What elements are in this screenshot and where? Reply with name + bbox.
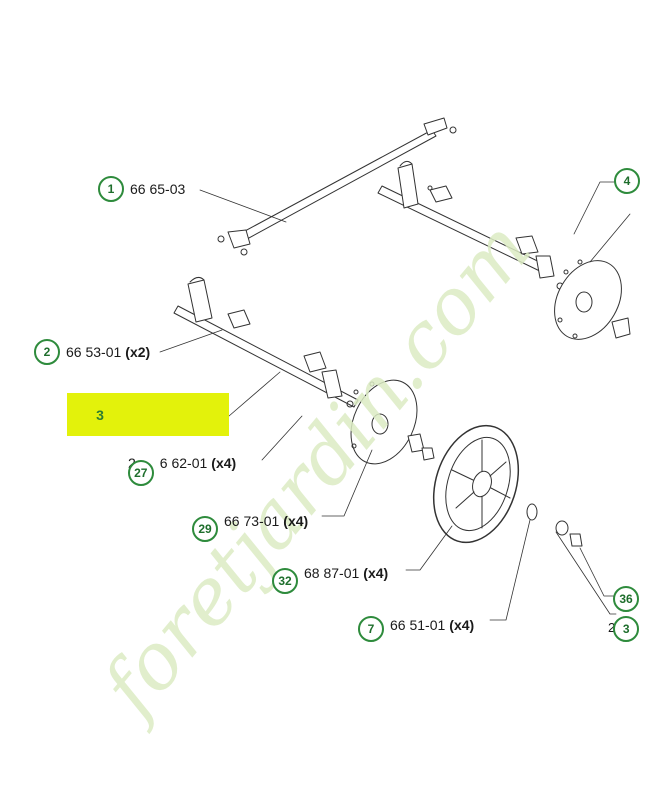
highlighted-item-box: 3	[67, 393, 229, 436]
callout-item-3-right: 2 3	[608, 614, 645, 642]
bearing	[526, 503, 538, 521]
part-code: 66 73-01	[224, 513, 280, 529]
callout-item-4: 4	[614, 168, 646, 194]
part-quantity: (x4)	[283, 513, 309, 529]
item-badge: 29	[192, 516, 218, 542]
callout-item-2: 2 66 53-01 (x2)	[34, 339, 150, 365]
callout-item-1: 1 66 65-03	[98, 176, 185, 202]
part-quantity: (x2)	[125, 344, 151, 360]
part-code: 66 65-03	[130, 181, 186, 197]
item-badge: 2	[34, 339, 60, 365]
part-prefix: 2	[608, 619, 616, 635]
part-quantity: (x4)	[449, 617, 475, 633]
cap	[569, 533, 583, 547]
rear-disk	[554, 260, 631, 340]
front-disk	[350, 379, 435, 465]
part-code: 66 53-01	[66, 344, 122, 360]
callout-item-36: 36	[613, 586, 645, 612]
tie-rod-upper	[217, 117, 457, 256]
part-code: 66 51-01	[390, 617, 446, 633]
item-badge: 1	[98, 176, 124, 202]
callout-item-32: 32 68 87-01 (x4)	[272, 560, 389, 594]
item-badge-3: 3	[96, 407, 104, 423]
item-badge: 3	[613, 616, 640, 642]
washer	[555, 520, 569, 536]
callout-item-7: 7 66 51-01 (x4)	[358, 612, 475, 642]
wheel	[432, 424, 520, 544]
front-axle	[173, 276, 359, 408]
part-quantity: (x4)	[211, 455, 237, 471]
item-badge: 36	[613, 586, 639, 612]
item-badge: 32	[272, 568, 298, 594]
part-code: 6 62-01	[159, 455, 208, 471]
part-quantity: (x4)	[363, 565, 389, 581]
callout-item-27: 2 27 6 62-01 (x4)	[127, 450, 237, 486]
item-badge: 27	[127, 460, 154, 486]
callout-item-29: 29 66 73-01 (x4)	[192, 508, 309, 542]
item-badge: 7	[358, 616, 384, 642]
item-badge: 4	[614, 168, 640, 194]
rear-axle	[377, 160, 583, 290]
part-code: 68 87-01	[304, 565, 360, 581]
